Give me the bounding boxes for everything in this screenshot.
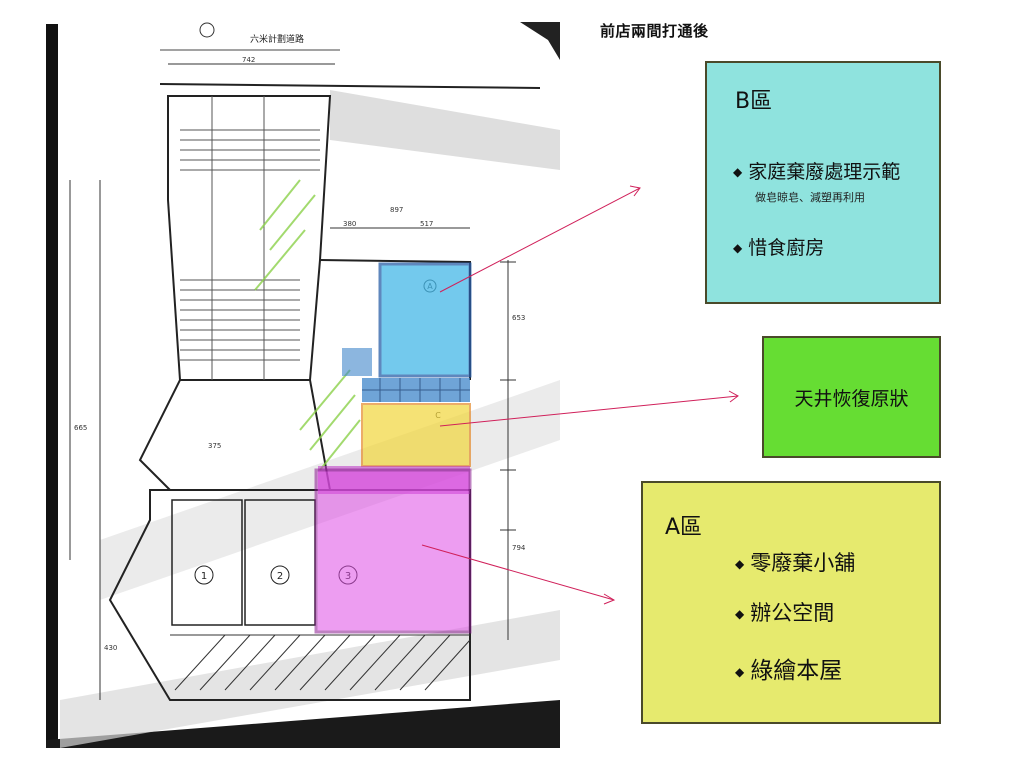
ceiling-label: 天井恢復原狀 [794, 387, 909, 410]
dim-label: 897 [390, 206, 403, 214]
dim-label: 375 [208, 442, 221, 450]
zone-a-item-1: ◆ 零廢棄小舖 [735, 547, 855, 577]
item-label: 零廢棄小舖 [750, 551, 856, 575]
unit-number: 2 [277, 571, 283, 582]
dim-label: 794 [512, 544, 526, 552]
zone-b-panel: B區 ◆ 家庭棄廢處理示範 做皂晾皂、減塑再利用 ◆ 惜食廚房 [705, 61, 941, 304]
zone-b-item-1-sub: 做皂晾皂、減塑再利用 [755, 191, 865, 204]
bottom-scan-edge [46, 700, 560, 748]
diamond-bullet-icon: ◆ [735, 607, 745, 621]
unit-number: 1 [201, 571, 207, 582]
zone-a-item-2: ◆ 辦公空間 [735, 597, 834, 627]
diamond-bullet-icon: ◆ [735, 665, 745, 679]
top-right-scan-edge [520, 22, 560, 60]
dim-label: 653 [512, 314, 525, 322]
zone-a-item-3: ◆ 綠繪本屋 [735, 651, 842, 685]
zone-a-arrow [421, 544, 616, 605]
zone-b-arrow [439, 185, 641, 293]
zone-b-item-2: ◆ 惜食廚房 [733, 233, 824, 260]
zone-a-overlay [314, 468, 472, 634]
page-title: 前店兩間打通後 [600, 22, 709, 40]
dim-label: 665 [74, 424, 87, 432]
zone-b-item-1: ◆ 家庭棄廢處理示範 [733, 157, 900, 184]
ceiling-overlay [361, 403, 471, 467]
item-label: 綠繪本屋 [750, 658, 843, 684]
zone-b-overlay [378, 262, 472, 378]
zone-b-title: B區 [735, 89, 773, 114]
ceiling-panel: 天井恢復原狀 [762, 336, 941, 458]
ceiling-arrow [439, 390, 739, 427]
diamond-bullet-icon: ◆ [735, 557, 745, 571]
dim-label: 517 [420, 220, 433, 228]
item-label: 家庭棄廢處理示範 [748, 161, 901, 183]
item-label: 惜食廚房 [748, 237, 825, 259]
dim-label: 380 [343, 220, 356, 228]
diamond-bullet-icon: ◆ [733, 241, 743, 255]
road-label: 六米計劃道路 [250, 33, 304, 45]
zone-a-title: A區 [665, 515, 703, 540]
left-scan-margin [46, 24, 58, 748]
item-label: 辦公空間 [750, 601, 835, 625]
zone-a-panel: A區 ◆ 零廢棄小舖 ◆ 辦公空間 ◆ 綠繪本屋 [641, 481, 941, 724]
dim-label: 430 [104, 644, 117, 652]
dim-label: 742 [242, 56, 255, 64]
diamond-bullet-icon: ◆ [733, 165, 743, 179]
